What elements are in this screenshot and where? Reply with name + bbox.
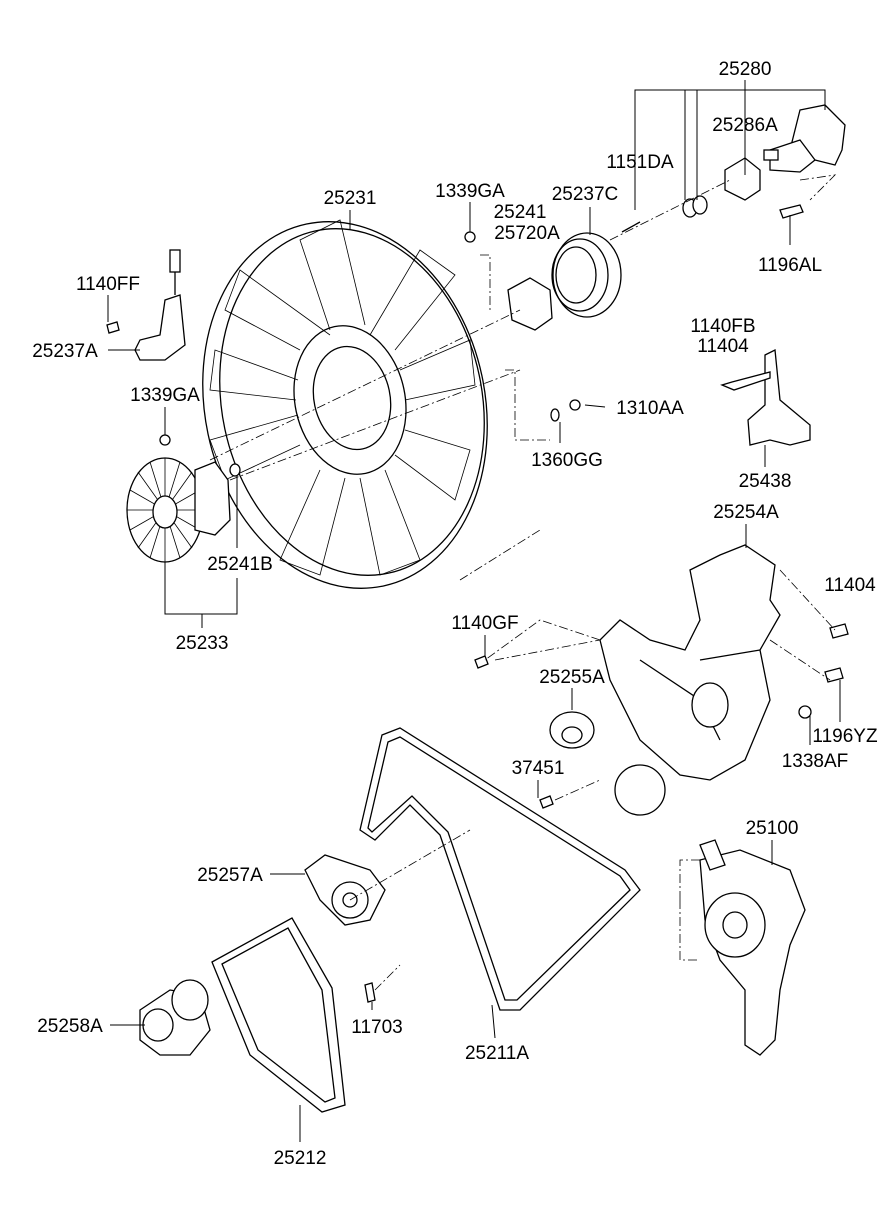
label-25720A: 25720A (494, 223, 560, 244)
label-25286A: 25286A (712, 115, 778, 136)
label-25211A: 25211A (465, 1043, 529, 1064)
label-25237A: 25237A (32, 341, 98, 362)
label-25100: 25100 (746, 818, 799, 839)
label-11404-top: 11404 (697, 336, 749, 357)
fan-clutch (126, 434, 241, 563)
label-1339GA-top: 1339GA (435, 181, 505, 202)
label-25233: 25233 (176, 633, 229, 654)
label-37451: 37451 (512, 758, 565, 779)
label-1140FF: 1140FF (76, 274, 140, 295)
part-labels: 25280 25286A 1151DA 1339GA 25237C 25231 … (32, 59, 878, 1169)
fan-pulley (464, 231, 622, 331)
sensor-bracket (106, 249, 186, 361)
label-25231: 25231 (324, 188, 377, 209)
label-1196YZ: 1196YZ (812, 726, 878, 747)
label-25241: 25241 (494, 202, 547, 223)
label-1140FB: 1140FB (690, 316, 755, 337)
label-1310AA: 1310AA (616, 398, 684, 419)
label-25254A: 25254A (713, 502, 779, 523)
label-1339GA-left: 1339GA (130, 385, 200, 406)
label-25237C: 25237C (552, 184, 619, 205)
water-pump (699, 839, 806, 1056)
leader-lines (107, 80, 841, 1142)
pulley-25258A (139, 979, 211, 1056)
label-1196AL: 1196AL (758, 255, 822, 276)
label-1140GF: 1140GF (451, 613, 518, 634)
idler-bracket-assembly (609, 104, 846, 241)
mounting-bracket (474, 544, 849, 816)
label-11404-right: 11404 (824, 575, 876, 596)
cooling-fan (202, 219, 488, 589)
belt-25212 (211, 917, 346, 1113)
label-11703: 11703 (351, 1017, 402, 1038)
label-25257A: 25257A (197, 865, 263, 886)
label-1360GG: 1360GG (531, 450, 603, 471)
label-25438: 25438 (739, 471, 792, 492)
bracket-25438 (550, 348, 811, 446)
label-25241B: 25241B (207, 554, 273, 575)
label-25212: 25212 (274, 1148, 327, 1169)
label-25255A: 25255A (539, 667, 605, 688)
belt-25211A (359, 727, 641, 1011)
alignment-lines (209, 254, 836, 991)
label-1151DA: 1151DA (606, 152, 674, 173)
label-25258A: 25258A (37, 1016, 103, 1037)
label-1338AF: 1338AF (782, 751, 849, 772)
label-25280: 25280 (719, 59, 772, 80)
